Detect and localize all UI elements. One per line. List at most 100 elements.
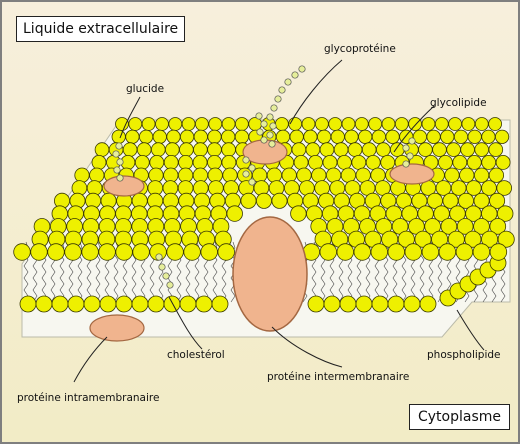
phospholipid-head — [100, 296, 116, 312]
phospholipid-head — [129, 118, 142, 131]
phospholipid-head — [153, 130, 166, 143]
phospholipid-head — [306, 143, 320, 157]
sugar-bead — [156, 254, 162, 260]
phospholipid-head — [341, 168, 355, 182]
phospholipid-head — [82, 244, 99, 261]
phospholipid-head — [334, 143, 348, 157]
sugar-bead — [256, 113, 262, 119]
phospholipid-head — [366, 155, 380, 169]
phospholipid-head — [241, 193, 256, 208]
phospholipid-head — [290, 130, 303, 143]
phospholipid-head — [289, 118, 302, 131]
phospholipid-head — [48, 244, 65, 261]
phospholipid-head — [331, 130, 344, 143]
phospholipid-head — [208, 130, 221, 143]
sugar-bead — [407, 153, 413, 159]
phospholipid-head — [164, 155, 178, 169]
phospholipid-head — [324, 296, 340, 312]
phospholipid-head — [449, 118, 462, 131]
phospholipid-head — [282, 168, 296, 182]
phospholipid-head — [297, 168, 311, 182]
phospholipid-head — [180, 143, 194, 157]
phospholipid-head — [222, 118, 235, 131]
phospholipid-head — [466, 181, 481, 196]
phospholipid-head — [194, 130, 207, 143]
sugar-bead — [117, 159, 123, 165]
phospholipid-head — [165, 143, 179, 157]
sugar-bead — [249, 165, 255, 171]
sugar-bead — [269, 141, 275, 147]
phospholipid-head — [68, 296, 84, 312]
sugar-bead — [243, 171, 249, 177]
phospholipid-head — [371, 244, 388, 261]
phospholipid-head — [315, 118, 328, 131]
phospholipid-head — [135, 155, 149, 169]
phospholipid-head — [345, 130, 358, 143]
phospholipid-head — [223, 168, 237, 182]
phospholipid-head — [454, 130, 467, 143]
phospholipid-head — [222, 155, 236, 169]
phospholipid-head — [31, 244, 48, 261]
phospholipid-head — [372, 130, 385, 143]
phospholipid-head — [320, 244, 337, 261]
phospholipid-head — [474, 168, 488, 182]
phospholipid-head — [495, 130, 508, 143]
phospholipid-head — [164, 296, 180, 312]
phospholipid-head — [276, 130, 289, 143]
phospholipid-head — [489, 118, 502, 131]
phospholipid-head — [52, 296, 68, 312]
phospholipid-head — [395, 118, 408, 131]
phospholipid-head — [222, 130, 235, 143]
phospholipid-head — [354, 244, 371, 261]
phospholipid-head — [92, 155, 106, 169]
phospholipid-head — [323, 155, 337, 169]
phospholipid-head — [184, 244, 201, 261]
phospholipid-head — [180, 130, 193, 143]
phospholipid-head — [90, 168, 104, 182]
phospholipid-head — [382, 118, 395, 131]
phospholipid-head — [473, 244, 490, 261]
phospholipid-head — [422, 118, 435, 131]
phospholipid-head — [193, 155, 207, 169]
phospholipid-head — [352, 155, 366, 169]
phospholipid-head — [99, 244, 116, 261]
sugar-bead — [267, 114, 273, 120]
extracellular-fluid-label: Liquide extracellulaire — [16, 16, 185, 42]
phospholipid-head — [359, 130, 372, 143]
phospholipid-head — [95, 143, 109, 157]
sugar-bead — [116, 143, 122, 149]
sugar-bead — [163, 273, 169, 279]
sugar-bead — [271, 105, 277, 111]
sugar-bead — [243, 157, 249, 163]
label-glycoprotein: glycoprotéine — [324, 43, 396, 55]
phospholipid-head — [312, 168, 326, 182]
glycoprotein-top — [243, 140, 287, 164]
phospholipid-head — [75, 168, 89, 182]
phospholipid-head — [489, 168, 503, 182]
phospholipid-head — [381, 155, 395, 169]
phospholipid-head — [137, 143, 151, 157]
phospholipid-head — [427, 130, 440, 143]
phospholipid-head — [433, 143, 447, 157]
phospholipid-head — [151, 143, 165, 157]
sugar-bead — [257, 129, 263, 135]
label-intramembrane-protein: protéine intramembranaire — [17, 392, 159, 404]
phospholipid-head — [195, 118, 208, 131]
label-intermembrane-protein: protéine intermembranaire — [267, 371, 409, 383]
phospholipid-head — [390, 143, 404, 157]
phospholipid-head — [439, 244, 456, 261]
phospholipid-head — [356, 296, 372, 312]
phospholipid-head — [482, 130, 495, 143]
phospholipid-head — [256, 193, 271, 208]
phospholipid-head — [340, 296, 356, 312]
phospholipid-head — [208, 155, 222, 169]
phospholipid-head — [419, 143, 433, 157]
phospholipid-head — [317, 130, 330, 143]
label-glycolipid: glycolipide — [430, 97, 487, 109]
phospholipid-head — [438, 155, 452, 169]
phospholipid-head — [376, 143, 390, 157]
phospholipid-head — [36, 296, 52, 312]
sugar-bead — [403, 145, 409, 151]
